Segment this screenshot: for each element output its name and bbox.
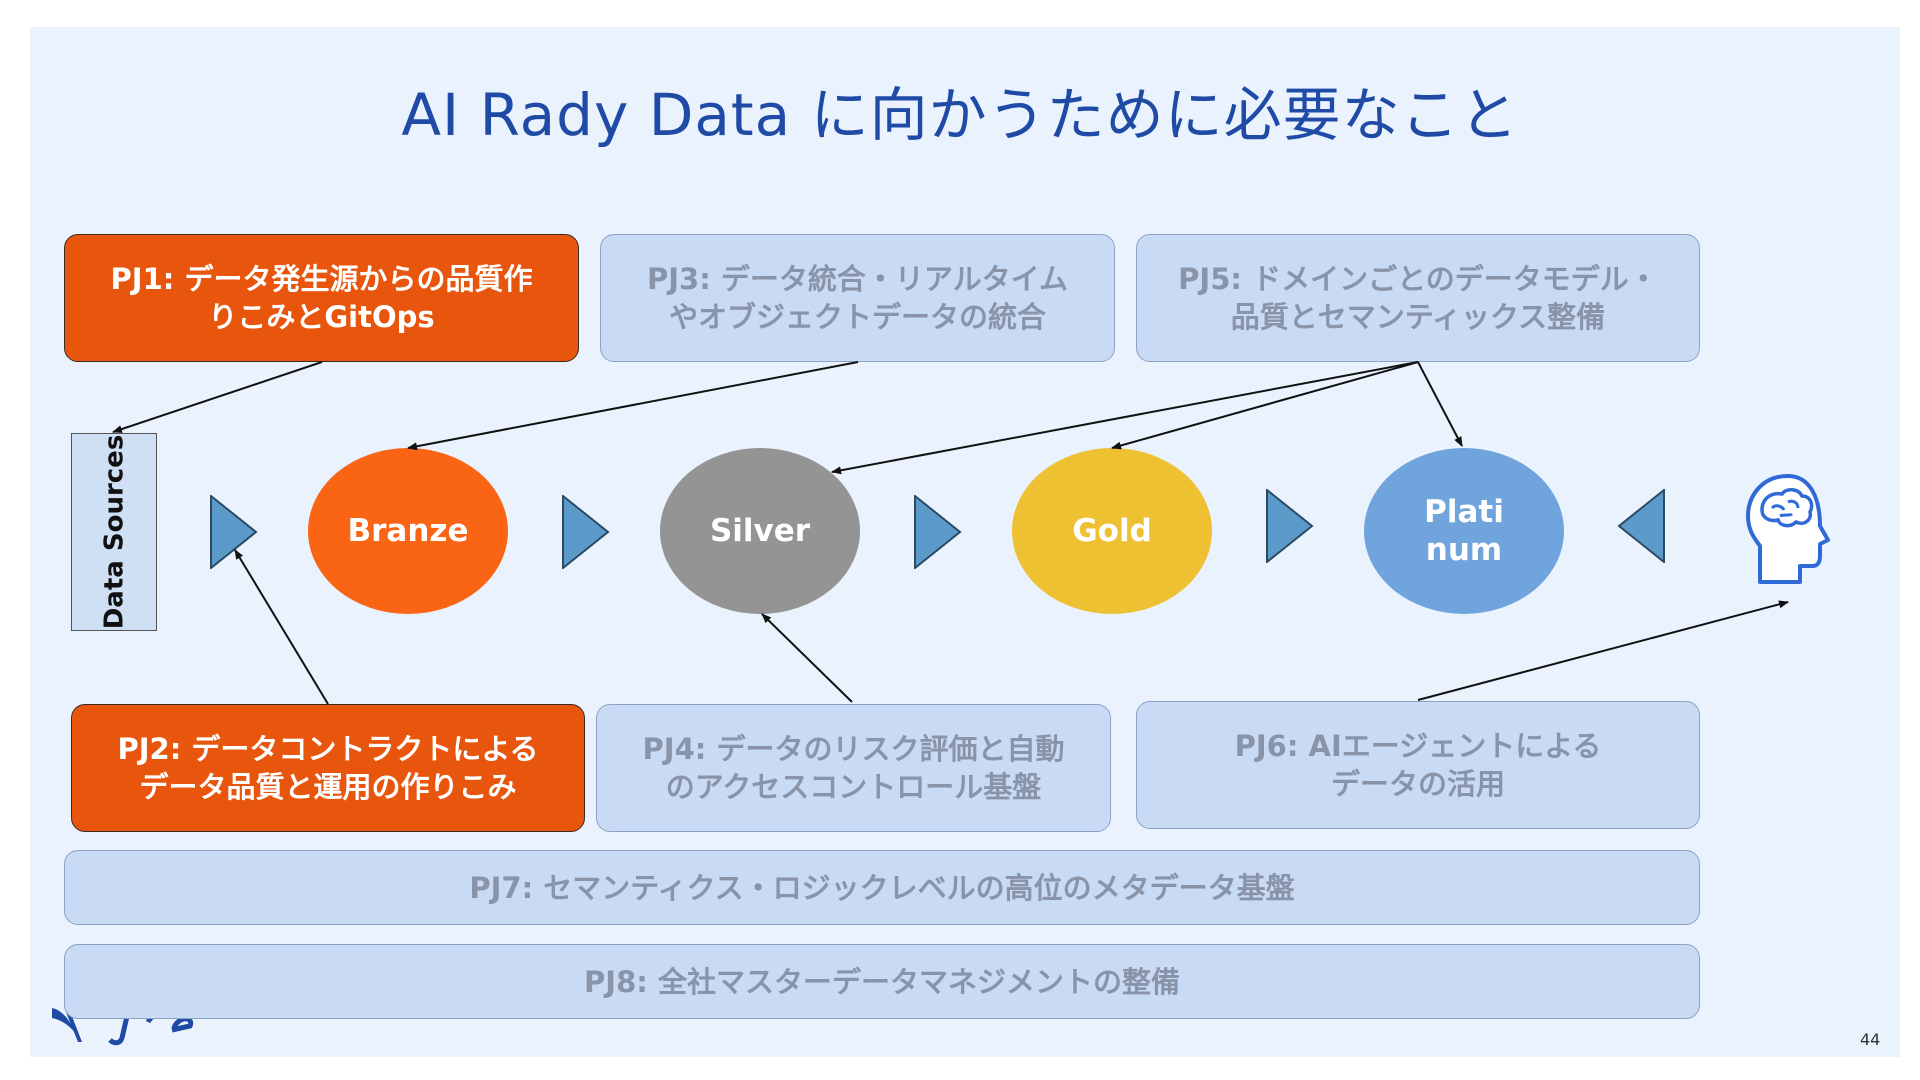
project-pj7: PJ7: セマンティクス・ロジックレベルの高位のメタデータ基盤 — [64, 850, 1700, 925]
project-pj6: PJ6: AIエージェントによる データの活用 — [1136, 701, 1700, 829]
branze-node: Branze — [308, 448, 508, 614]
data-sources-label: Data Sources — [99, 434, 129, 630]
flow-triangle-icon — [1618, 489, 1665, 563]
page-number: 44 — [1860, 1030, 1881, 1049]
silver-node: Silver — [660, 448, 860, 614]
flow-triangle-icon — [914, 495, 962, 569]
project-pj1: PJ1: データ発生源からの品質作 りこみとGitOps — [64, 234, 579, 362]
page-title: AI Rady Data に向かうために必要なこと — [401, 81, 1519, 149]
data-sources-box: Data Sources — [71, 433, 157, 631]
project-pj2: PJ2: データコントラクトによる データ品質と運用の作りこみ — [71, 704, 585, 832]
project-pj8: PJ8: 全社マスターデータマネジメントの整備 — [64, 944, 1700, 1019]
gold-node: Gold — [1012, 448, 1212, 614]
project-pj5: PJ5: ドメインごとのデータモデル・ 品質とセマンティックス整備 — [1136, 234, 1700, 362]
platinum-node: Plati num — [1364, 448, 1564, 614]
flow-triangle-icon — [562, 495, 610, 569]
ai-head-icon — [1746, 474, 1830, 584]
flow-triangle-icon — [1266, 489, 1314, 563]
flow-triangle-icon — [210, 495, 258, 569]
project-pj4: PJ4: データのリスク評価と自動 のアクセスコントロール基盤 — [596, 704, 1111, 832]
project-pj3: PJ3: データ統合・リアルタイム やオブジェクトデータの統合 — [600, 234, 1115, 362]
